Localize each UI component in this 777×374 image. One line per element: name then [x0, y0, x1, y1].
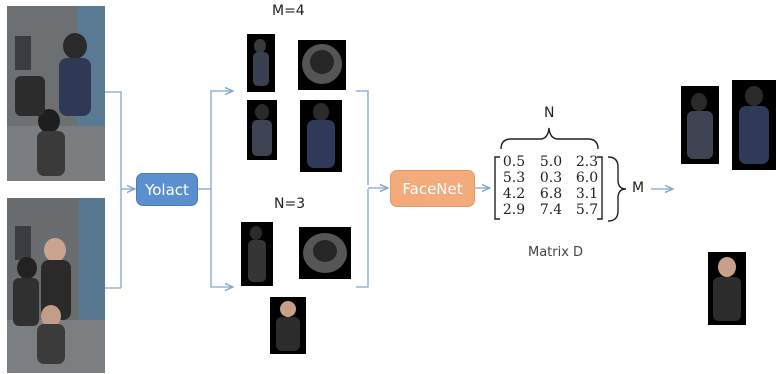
yolact-node: Yolact [136, 173, 198, 206]
person-crop-icon [302, 44, 342, 84]
m-brace [607, 156, 627, 222]
facenet-label: FaceNet [402, 179, 463, 198]
matrix-cell: 0.5 [502, 154, 526, 170]
matrix-cell: 0.3 [539, 170, 563, 186]
n-crops-header: N=3 [274, 196, 306, 212]
matrix-cell: 5.3 [502, 170, 526, 186]
m-crops-merge [356, 90, 369, 185]
matrix-cell: 7.4 [539, 202, 563, 218]
matrix-cell: 3.1 [575, 186, 599, 202]
person-crop-icon [252, 104, 272, 156]
right-bracket [597, 156, 603, 220]
matrix-cell: 2.3 [575, 154, 599, 170]
yolact-label: Yolact [145, 180, 189, 199]
n-crop-1 [241, 222, 273, 286]
matrix-cell: 5.0 [539, 154, 563, 170]
output-crop-2 [732, 80, 776, 170]
n-crops-merge [356, 189, 369, 288]
person-crop-icon [713, 257, 741, 321]
arrow-to-m-crops [210, 91, 233, 189]
matrix-cell: 4.2 [502, 186, 526, 202]
matrix-caption: Matrix D [528, 245, 584, 260]
matrix-cell: 6.0 [575, 170, 599, 186]
n-brace-label: N [544, 105, 555, 121]
elevator-cctv-frame-icon [7, 6, 105, 181]
n-crop-3 [270, 297, 306, 354]
m-crop-2 [298, 40, 346, 90]
m-crop-4 [300, 100, 342, 172]
m-brace-label: M [632, 180, 645, 196]
left-bracket [494, 156, 500, 220]
person-crop-icon [303, 233, 347, 273]
person-crop-icon [276, 301, 300, 351]
m-crop-1 [247, 34, 275, 92]
input-frame-top [7, 6, 105, 181]
elevator-cctv-frame-icon [7, 198, 105, 373]
output-crop-1 [681, 86, 719, 164]
arrow-to-n-crops [210, 189, 233, 287]
input-top-connector [104, 91, 122, 288]
person-crop-icon [253, 39, 269, 86]
input-frame-bottom [7, 198, 105, 373]
facenet-node: FaceNet [390, 170, 475, 207]
n-brace [500, 127, 599, 150]
person-crop-icon [248, 226, 266, 282]
person-crop-icon [739, 86, 769, 164]
person-crop-icon [307, 103, 335, 168]
output-crop-3 [708, 252, 746, 325]
m-crop-3 [247, 100, 277, 160]
matrix-cell: 6.8 [539, 186, 563, 202]
matrix-cell: 2.9 [502, 202, 526, 218]
n-crop-2 [299, 227, 351, 279]
m-crops-header: M=4 [272, 3, 305, 19]
matrix-cell: 5.7 [575, 202, 599, 218]
person-crop-icon [687, 93, 713, 159]
